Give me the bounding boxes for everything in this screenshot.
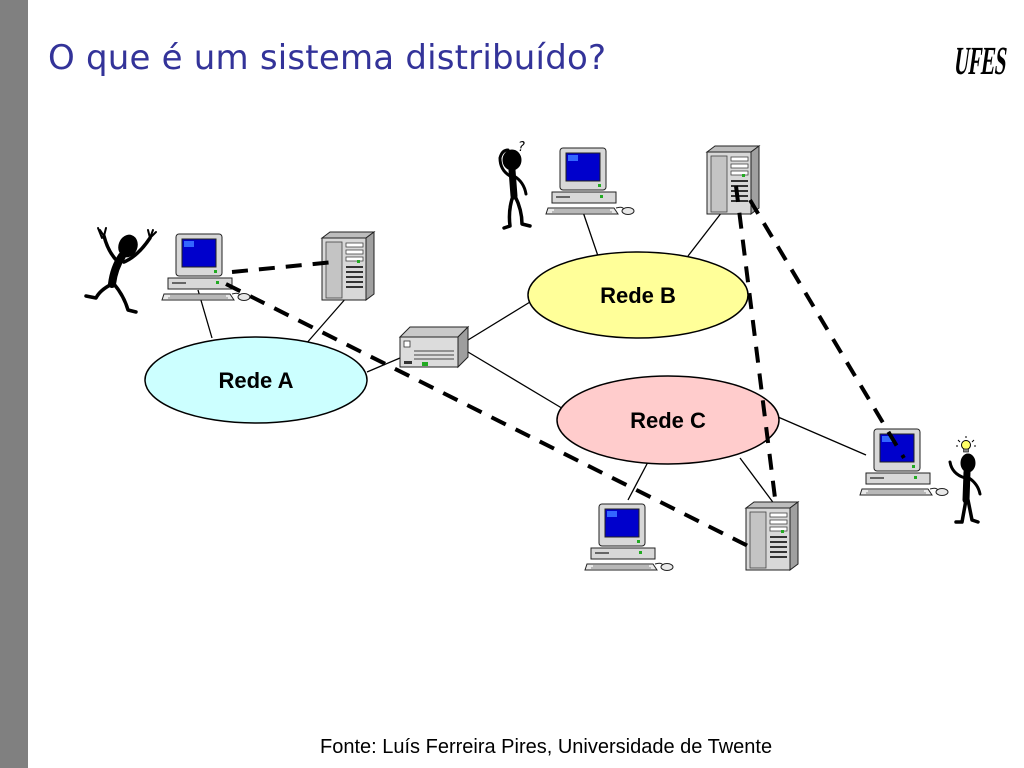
desktop-pc-rede-c-right: [859, 428, 949, 496]
server-rede-a: [321, 231, 375, 301]
ufes-logo: UFES: [952, 38, 1010, 82]
slide-title: O que é um sistema distribuído?: [48, 38, 607, 78]
rede-b-label: Rede B: [600, 283, 676, 308]
confused-person-icon: ?: [498, 140, 532, 230]
router-hub: [399, 326, 469, 368]
lightbulb-icon: [956, 436, 976, 453]
excited-person-icon: [84, 227, 157, 314]
distributed-dashed-links: [225, 185, 906, 548]
idea-person-icon: [948, 453, 982, 524]
rede-b-ellipse: Rede B: [527, 251, 749, 339]
desktop-pc-rede-b: [545, 147, 635, 215]
rede-a-ellipse: Rede A: [144, 336, 368, 424]
rede-c-label: Rede C: [630, 408, 706, 433]
side-bar: [0, 0, 28, 768]
svg-text:UFES: UFES: [952, 38, 1010, 82]
question-mark: ?: [518, 140, 525, 155]
server-rede-c: [745, 501, 799, 571]
connection-lines: [197, 211, 867, 506]
rede-c-ellipse: Rede C: [556, 375, 780, 465]
source-caption: Fonte: Luís Ferreira Pires, Universidade…: [320, 736, 773, 758]
rede-a-label: Rede A: [219, 368, 294, 393]
desktop-pc-rede-c-bottom: [584, 503, 674, 571]
